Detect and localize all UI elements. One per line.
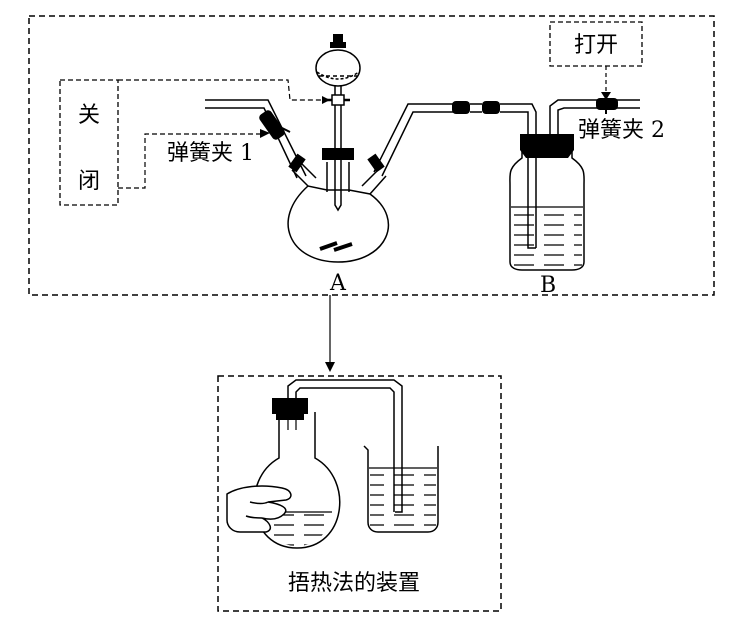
rubber-joint-2 bbox=[482, 101, 500, 114]
rubber-joint-1 bbox=[452, 101, 470, 114]
flask-a-left-stopper bbox=[288, 153, 306, 173]
close-label-2: 闭 bbox=[78, 169, 100, 194]
close-label-1: 关 bbox=[78, 103, 100, 128]
method-label: 捂热法的装置 bbox=[288, 571, 420, 596]
flask-a-label: A bbox=[329, 271, 347, 296]
flask-a bbox=[205, 99, 468, 263]
flask-a-right-stopper bbox=[367, 153, 385, 173]
down-arrow bbox=[325, 295, 335, 372]
clamp1-label: 弹簧夹 1 bbox=[167, 141, 254, 166]
bottom-frame bbox=[217, 375, 502, 612]
clamp1-icon bbox=[259, 110, 291, 140]
clamp2-icon bbox=[596, 94, 618, 114]
hand-icon bbox=[226, 485, 292, 533]
close-callout: 关 闭 bbox=[59, 79, 330, 206]
open-callout: 打开 bbox=[549, 21, 643, 100]
flask-a-center-stopper bbox=[322, 148, 354, 160]
clamp2-label: 弹簧夹 2 bbox=[578, 118, 665, 143]
top-frame bbox=[28, 15, 715, 296]
beaker bbox=[363, 445, 439, 533]
separatory-funnel bbox=[315, 34, 361, 212]
bottle-b bbox=[509, 134, 585, 271]
open-label: 打开 bbox=[574, 33, 618, 58]
round-bottom-flask bbox=[253, 398, 341, 549]
bottle-b-label: B bbox=[540, 273, 556, 298]
